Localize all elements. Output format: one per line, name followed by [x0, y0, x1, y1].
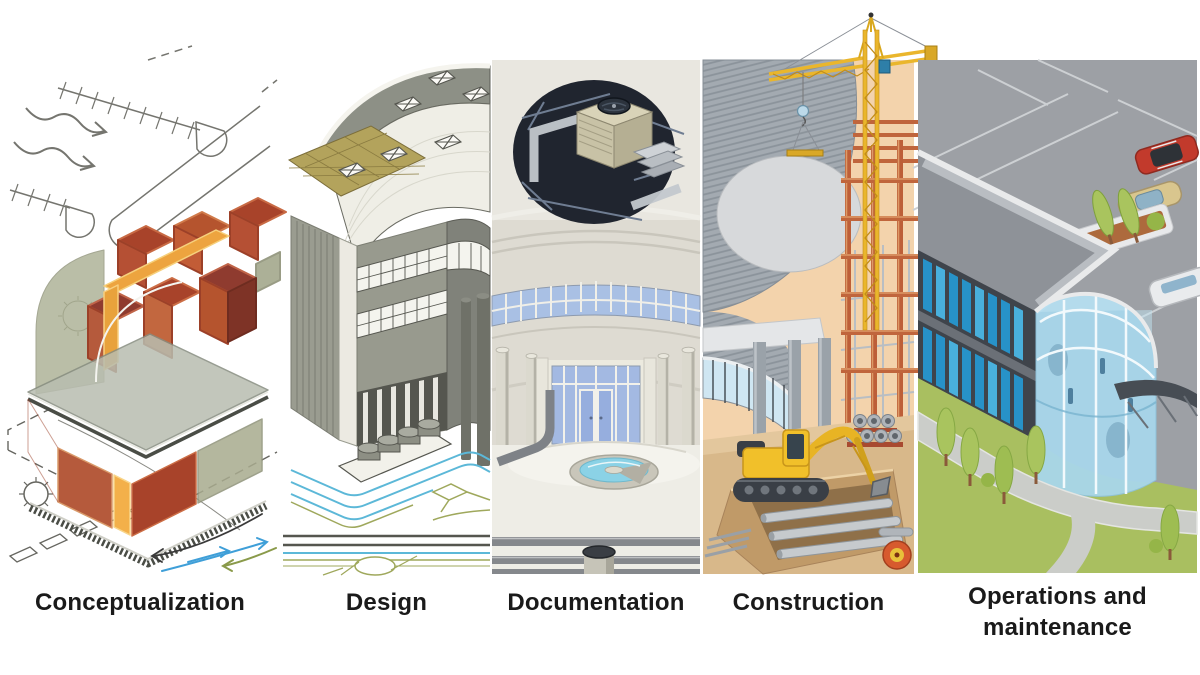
entrance-canopy	[1114, 379, 1197, 408]
flow-arrows	[150, 513, 277, 572]
concrete-columns	[753, 338, 831, 454]
operations-illustration	[912, 59, 1200, 573]
massing-model	[27, 197, 287, 568]
stage-label-operations: Operations and maintenance	[968, 583, 1147, 641]
trench-pipes	[760, 498, 904, 559]
tower-crane	[768, 12, 938, 331]
stage-label-conceptualization: Conceptualization	[34, 589, 246, 616]
curved-building	[702, 59, 862, 436]
columns	[495, 346, 696, 460]
buried-pipes	[492, 537, 700, 574]
suv	[1134, 135, 1199, 175]
sun-icon	[19, 477, 53, 511]
rooftop-equipment-pad	[337, 418, 453, 483]
trees	[936, 407, 1180, 560]
panel-construction	[702, 0, 938, 575]
stage-label-design: Design	[345, 589, 428, 616]
stage-label-construction: Construction	[732, 589, 885, 616]
hvac-cutaway	[513, 80, 686, 224]
design-walls	[290, 215, 491, 466]
glass-atrium	[1034, 291, 1158, 497]
cable-spool	[882, 540, 912, 570]
design-illustration	[283, 63, 491, 576]
panel-design	[283, 0, 491, 576]
fountain	[569, 454, 659, 490]
construction-illustration	[702, 12, 938, 575]
panel-operations	[912, 59, 1200, 573]
manhole	[582, 545, 616, 574]
service-duct	[496, 390, 555, 467]
stage-label-documentation: Documentation	[507, 589, 685, 616]
conceptualization-illustration	[7, 45, 287, 572]
documentation-illustration	[491, 60, 701, 574]
utility-lines	[283, 451, 491, 576]
entrance	[535, 357, 657, 449]
skylights	[337, 70, 491, 178]
panel-conceptualization	[0, 0, 287, 575]
building-roof	[916, 149, 1120, 315]
van	[1148, 266, 1200, 308]
road-lines	[283, 534, 490, 576]
panel-documentation	[491, 60, 701, 574]
design-roof	[287, 63, 491, 266]
excavator	[733, 426, 891, 502]
